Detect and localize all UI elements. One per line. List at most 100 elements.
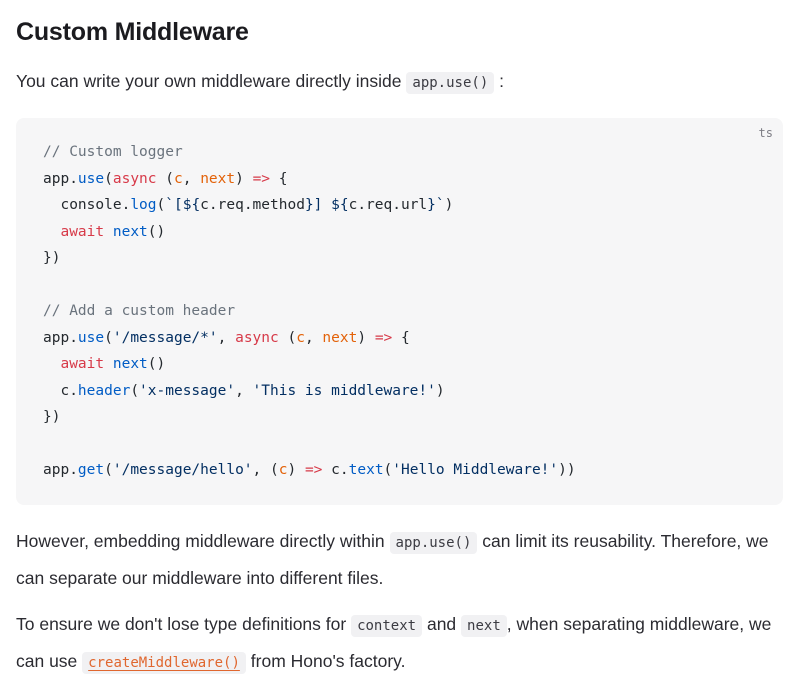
code-token: ) bbox=[287, 462, 305, 478]
para3-text-3: , when separating middleware, we can use bbox=[16, 614, 772, 671]
code-token: ( bbox=[104, 462, 113, 478]
code-token: console. bbox=[43, 197, 131, 213]
code-token bbox=[104, 356, 113, 372]
section-heading: Custom Middleware bbox=[16, 18, 249, 46]
code-token: () bbox=[147, 356, 166, 372]
code-token: app. bbox=[43, 462, 78, 478]
create-middleware-link[interactable]: createMiddleware() bbox=[82, 652, 246, 674]
code-token: { bbox=[392, 329, 410, 346]
code-token: }) bbox=[43, 409, 61, 425]
code-token: , ( bbox=[252, 462, 279, 478]
code-token: '/message/hello' bbox=[112, 462, 253, 478]
code-token bbox=[104, 224, 113, 240]
code-token: ( bbox=[104, 329, 113, 346]
code-token: }] ${ bbox=[304, 197, 349, 213]
intro-paragraph: You can write your own middleware direct… bbox=[16, 64, 782, 101]
code-line bbox=[43, 431, 576, 458]
code-line: await next() bbox=[43, 219, 576, 246]
inline-code-app-use-2: app.use() bbox=[389, 532, 478, 554]
code-token: ( bbox=[278, 329, 297, 346]
code-token: use bbox=[77, 329, 105, 346]
para3-text-4: from Hono's factory. bbox=[250, 651, 406, 671]
code-token: ) bbox=[357, 329, 375, 346]
code-token: 'This is middleware!' bbox=[252, 382, 436, 399]
code-token: ( bbox=[156, 197, 166, 213]
intro-text-end: : bbox=[499, 71, 504, 91]
code-line: // Add a custom header bbox=[43, 298, 576, 325]
code-token: next bbox=[112, 356, 148, 372]
type-definitions-paragraph: To ensure we don't lose type definitions… bbox=[16, 607, 782, 681]
code-token: ( bbox=[383, 462, 393, 478]
code-token: { bbox=[270, 170, 288, 187]
inline-code-next: next bbox=[461, 615, 507, 637]
para3-text-2: and bbox=[426, 614, 457, 634]
code-token: text bbox=[348, 462, 384, 478]
code-token: await bbox=[60, 223, 105, 240]
code-token: ) bbox=[235, 170, 253, 187]
code-token: c.req.url bbox=[348, 197, 428, 213]
code-token: c bbox=[173, 170, 183, 187]
code-token: }` bbox=[427, 197, 445, 213]
code-token: ( bbox=[156, 170, 174, 187]
code-token: next bbox=[200, 170, 236, 187]
code-token: async bbox=[235, 329, 279, 346]
code-token: , bbox=[304, 329, 323, 346]
code-token: header bbox=[77, 382, 131, 399]
code-token: => bbox=[374, 329, 393, 346]
code-token: c bbox=[278, 462, 288, 478]
code-token: , bbox=[182, 170, 201, 187]
code-token: , bbox=[217, 329, 236, 346]
code-token: use bbox=[77, 170, 105, 187]
inline-code-app-use: app.use() bbox=[406, 72, 495, 94]
code-token: => bbox=[252, 170, 271, 187]
code-token: await bbox=[60, 356, 105, 372]
code-token: 'x-message' bbox=[139, 382, 236, 399]
reusability-paragraph: However, embedding middleware directly w… bbox=[16, 524, 782, 596]
code-token: ( bbox=[104, 170, 113, 187]
code-token: next bbox=[112, 223, 148, 240]
code-token: `[${ bbox=[165, 197, 201, 213]
code-line bbox=[43, 272, 576, 299]
code-token: c.req.method bbox=[200, 197, 305, 213]
code-token: app. bbox=[43, 170, 78, 187]
code-line: app.get('/message/hello', (c) => c.text(… bbox=[43, 457, 576, 484]
intro-text: You can write your own middleware direct… bbox=[16, 71, 402, 91]
code-token: get bbox=[77, 462, 105, 478]
code-token: c bbox=[296, 329, 305, 346]
code-token: // Custom logger bbox=[43, 144, 183, 160]
code-token: log bbox=[130, 197, 157, 213]
code-line: }) bbox=[43, 404, 576, 431]
code-line: console.log(`[${c.req.method}] ${c.req.u… bbox=[43, 192, 576, 219]
code-token: )) bbox=[558, 462, 576, 478]
code-token: c. bbox=[43, 382, 78, 399]
code-token: '/message/*' bbox=[112, 329, 218, 346]
code-token: app. bbox=[43, 329, 78, 346]
code-language-label: ts bbox=[758, 126, 773, 140]
code-token bbox=[43, 356, 60, 372]
code-token: next bbox=[322, 329, 358, 346]
para2-text: However, embedding middleware directly w… bbox=[16, 531, 385, 551]
code-token: ) bbox=[435, 382, 445, 399]
code-token: ) bbox=[444, 197, 454, 213]
code-token bbox=[43, 224, 60, 240]
para2-text-end: can limit its reusability. Therefore, we… bbox=[16, 531, 769, 588]
code-token: }) bbox=[43, 250, 61, 266]
para3-text-1: To ensure we don't lose type definitions… bbox=[16, 614, 347, 634]
code-token: // Add a custom header bbox=[43, 303, 236, 319]
code-line: // Custom logger bbox=[43, 139, 576, 166]
code-token: , bbox=[235, 382, 253, 399]
code-token: c. bbox=[322, 462, 349, 478]
code-token: () bbox=[147, 223, 166, 240]
code-line: app.use('/message/*', async (c, next) =>… bbox=[43, 325, 576, 352]
code-token: ( bbox=[130, 382, 140, 399]
code-token: 'Hello Middleware!' bbox=[392, 462, 559, 478]
code-line: await next() bbox=[43, 351, 576, 378]
code-token: => bbox=[304, 462, 323, 478]
code-line: app.use(async (c, next) => { bbox=[43, 166, 576, 193]
code-token: async bbox=[112, 170, 157, 187]
inline-code-context: context bbox=[351, 615, 423, 637]
code-content[interactable]: // Custom logger app.use(async (c, next) … bbox=[43, 139, 576, 484]
code-line: }) bbox=[43, 245, 576, 272]
code-line: c.header('x-message', 'This is middlewar… bbox=[43, 378, 576, 405]
